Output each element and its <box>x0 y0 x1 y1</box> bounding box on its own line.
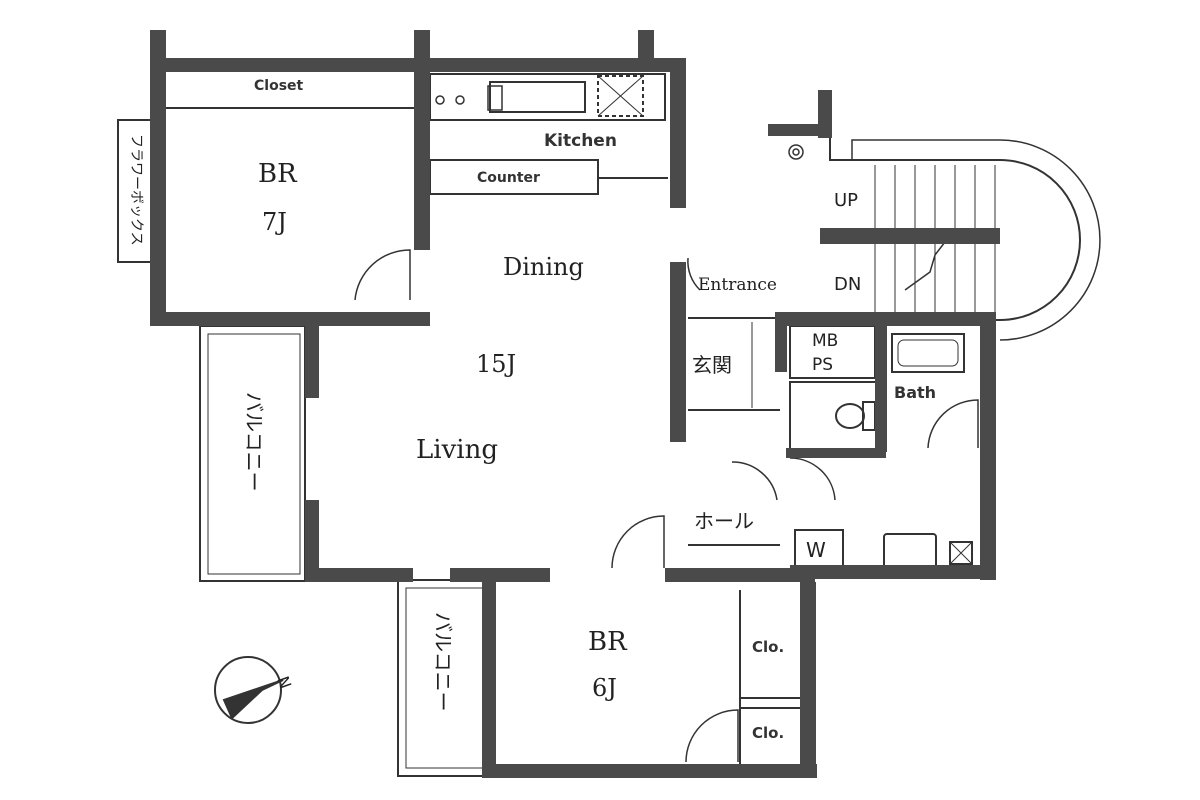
closet-label: Closet <box>254 78 304 94</box>
w-label: W <box>806 538 826 562</box>
hall-label: ホール <box>694 509 754 533</box>
walls <box>150 30 1000 778</box>
closet-2-label: Clo. <box>752 724 784 742</box>
br-north-name: BR <box>258 159 298 189</box>
staircase-outline <box>829 138 1081 321</box>
closet-1-label: Clo. <box>752 638 784 656</box>
mb-label: MB <box>812 331 838 351</box>
counter-label: Counter <box>477 170 540 186</box>
compass <box>214 656 282 724</box>
door-swing-wash <box>789 457 836 501</box>
bath-label: Bath <box>894 383 936 402</box>
door-swing-living <box>611 515 665 569</box>
ldk-size: 15J <box>476 350 516 378</box>
kitchen-label: Kitchen <box>544 131 617 151</box>
br-south-name: BR <box>588 627 628 657</box>
door-swing-br-north <box>354 249 411 301</box>
stairs-down-label: DN <box>834 274 861 295</box>
br-south-size: 6J <box>592 674 617 702</box>
br-north-size: 7J <box>262 208 287 236</box>
living-label: Living <box>416 435 498 465</box>
door-swing-bath <box>927 399 979 449</box>
door-swing-br-south <box>685 709 739 763</box>
entrance-label: Entrance <box>698 275 777 295</box>
door-swing-hall <box>731 461 778 501</box>
genkan-label: 玄関 <box>692 353 732 377</box>
flower-box-label: フラワーボックス <box>128 134 144 246</box>
dining-label: Dining <box>503 253 584 281</box>
ps-label: PS <box>812 355 833 375</box>
bathtub <box>891 333 965 373</box>
stairs-up-label: UP <box>834 190 858 211</box>
north-label: N <box>274 673 296 691</box>
balcony-south-label: バルコニー <box>431 612 455 712</box>
balcony-west-label: バルコニー <box>242 392 266 492</box>
